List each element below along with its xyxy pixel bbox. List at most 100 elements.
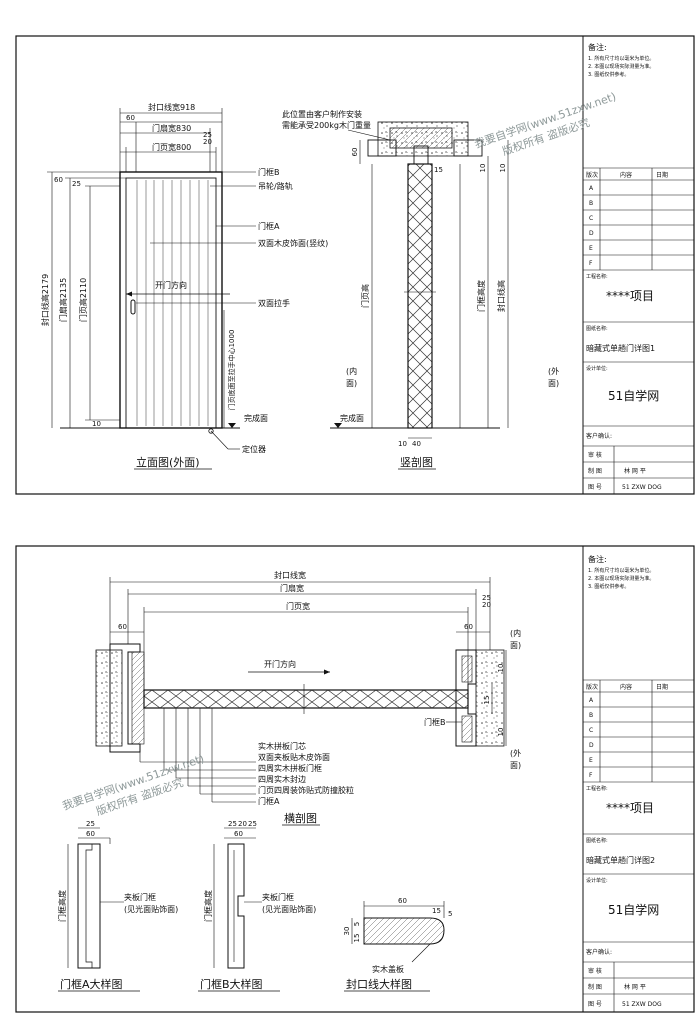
section-note-1: 此位置由客户制作安装 — [282, 109, 362, 119]
tb2-rev-label: 版次 — [586, 683, 598, 691]
tb1-rev-date: 日期 — [656, 171, 668, 179]
detail-b-dim-25a: 25 — [228, 820, 237, 828]
detail-b-height: 门框高度 — [203, 890, 213, 922]
tb1-drawing-name: 暗藏式单趟门详图1 — [586, 343, 655, 353]
tb2-rev-date: 日期 — [656, 683, 668, 691]
detail-b-dim-25b: 25 — [248, 820, 257, 828]
tb2-num-label: 图 号 — [588, 1001, 602, 1008]
detail-c-dim-30: 30 — [343, 927, 351, 936]
tb1-rev-f: F — [589, 260, 593, 267]
plan-right-dimensions — [491, 650, 507, 746]
detail-b-dim-20: 20 — [238, 820, 247, 828]
sheet-1: 封口线宽918 60 门扇宽830 25 20 门页宽800 封口线高2179 … — [15, 35, 695, 495]
dim-left-60: 60 — [54, 176, 63, 184]
plan-dim-clear: 门页宽 — [286, 601, 310, 611]
tb1-review-label: 审 核 — [588, 451, 602, 459]
vertical-section-view: 此位置由客户制作安装 需能承受200kg木门重量 60 15 10 10 40 … — [282, 109, 559, 470]
plan-top-dimensions — [109, 577, 491, 690]
tb1-rev-label: 版次 — [586, 171, 598, 179]
detail-c-dim-15b: 15 — [353, 934, 361, 943]
elevation-view: 封口线宽918 60 门扇宽830 25 20 门页宽800 封口线高2179 … — [40, 102, 328, 470]
ceiling-beam — [389, 127, 453, 149]
top-casing-right — [453, 139, 483, 157]
tb1-rev-content: 内容 — [620, 171, 632, 179]
plan-arrow-head-icon — [324, 669, 330, 675]
tb1-draw-name: 林 网 平 — [624, 467, 646, 475]
top-casing-left — [367, 139, 397, 157]
tb2-draw-name: 林 网 平 — [624, 983, 646, 991]
plan-dim-60-left: 60 — [118, 623, 127, 631]
door-leaf-plan — [143, 689, 469, 709]
tb2-rev-content: 内容 — [620, 683, 632, 691]
detail-c-label: 实木盖板 — [372, 964, 404, 974]
detail-frame-a: 25 60 门框高度 夹板门框 (见光面贴饰面) 门框A大样图 — [57, 820, 178, 992]
dim-left-10: 10 — [92, 420, 101, 428]
tb2-review-label: 审 核 — [588, 967, 602, 975]
tb1-num-label: 图 号 — [588, 484, 602, 491]
detail-b-dim-60: 60 — [234, 830, 243, 838]
detail-a-title: 门框A大样图 — [60, 977, 123, 991]
plan-dim-leaf: 门扇宽 — [280, 583, 304, 593]
plan-leader-1: 实木拼板门芯 — [258, 741, 306, 751]
title-block-1: 备注: 1. 所有尺寸均以毫米为单位。 2. 本图以现场实际测量为准。 3. 图… — [582, 36, 694, 494]
plan-label-frame-b: 门框B — [424, 717, 446, 727]
sec-dim-10b: 10 — [499, 164, 507, 173]
frame-b-right — [455, 649, 477, 747]
plan-outside-2: 面) — [510, 761, 521, 770]
tb1-design-label: 设计单位: — [586, 365, 608, 372]
elevation-top-dimensions — [119, 108, 223, 172]
tb2-draw-label: 制 图 — [588, 983, 602, 991]
sec-dim-60: 60 — [351, 148, 359, 157]
sec-frame-height: 门框高度 — [476, 280, 486, 312]
plan-leader-4: 四周实木封边 — [258, 774, 306, 784]
sec-close-height: 封口线高 — [496, 280, 506, 312]
watermark-1: 我要自学网(www.51zxw.net) 版权所有 盗版必究 — [472, 89, 617, 158]
elevation-title: 立面图(外面) — [136, 455, 200, 469]
label-locator: 定位器 — [242, 444, 266, 454]
tb1-rev-d: D — [589, 230, 594, 237]
plan-label-open: 开门方向 — [264, 659, 296, 669]
label-floor: 完成面 — [244, 413, 268, 423]
label-frame-a: 门框A — [258, 221, 280, 231]
note-leader — [347, 129, 391, 141]
detail-b-label-2: (见光面贴饰面) — [262, 904, 316, 914]
sec-floor-marker-icon — [334, 423, 342, 428]
plan-dim-25: 25 — [482, 594, 491, 602]
elevation-leaders — [136, 171, 256, 450]
detail-a-label-2: (见光面贴饰面) — [124, 904, 178, 914]
tb1-company-label: 工程名称: — [586, 273, 608, 280]
tb2-notes-title: 备注: — [588, 554, 607, 564]
tb1-project: ****项目 — [606, 289, 654, 303]
plan-leader-3: 四周实木拼板门框 — [258, 763, 322, 773]
tb1-rev-a: A — [589, 185, 594, 192]
plan-dim-10a: 10 — [497, 664, 505, 673]
tb2-designer: 51自学网 — [608, 902, 659, 917]
label-veneer: 双面木皮饰面(竖纹) — [258, 238, 328, 248]
title-block-2: 备注: 1. 所有尺寸均以毫米为单位。 2. 本图以现场实际测量为准。 3. 图… — [582, 546, 694, 1012]
plan-dim-20: 20 — [482, 601, 491, 609]
tb2-rev-a: A — [589, 697, 594, 704]
arrow-head-icon — [126, 291, 132, 297]
tb1-rev-b: B — [589, 200, 593, 207]
dim-handle-center: 门页底面至拉手中心1000 — [227, 330, 236, 411]
tb2-num-value: 51 ZXW DOG — [622, 1001, 662, 1008]
sheet-2: 开门方向 封口线宽 门扇宽 门页宽 60 60 25 20 — [15, 545, 695, 1013]
sec-outside-1: (外 — [548, 366, 559, 376]
sheet-1-border — [15, 35, 695, 495]
sec-dim-10a: 10 — [479, 164, 487, 173]
tb1-note-1: 1. 所有尺寸均以毫米为单位。 — [588, 55, 654, 62]
detail-c-title: 封口线大样图 — [346, 977, 412, 991]
tb1-rev-c: C — [589, 215, 593, 222]
detail-b-title: 门框B大样图 — [200, 977, 263, 991]
sec-inside-2: 面) — [346, 379, 357, 388]
frame-right-core-bottom — [461, 715, 473, 743]
tb2-note-2: 2. 本图以现场实际测量为准。 — [588, 575, 654, 582]
tb2-rev-c: C — [589, 727, 593, 734]
section-note-2: 需能承受200kg木门重量 — [282, 120, 371, 130]
plan-leaders — [139, 708, 256, 803]
tb1-note-3: 3. 图纸仅供参考。 — [588, 71, 629, 78]
dim-clear-height: 门页高2110 — [78, 278, 88, 322]
frame-left-core — [131, 651, 145, 745]
tb2-company-label: 工程名称: — [586, 785, 608, 792]
door-leaf-section — [407, 163, 433, 429]
